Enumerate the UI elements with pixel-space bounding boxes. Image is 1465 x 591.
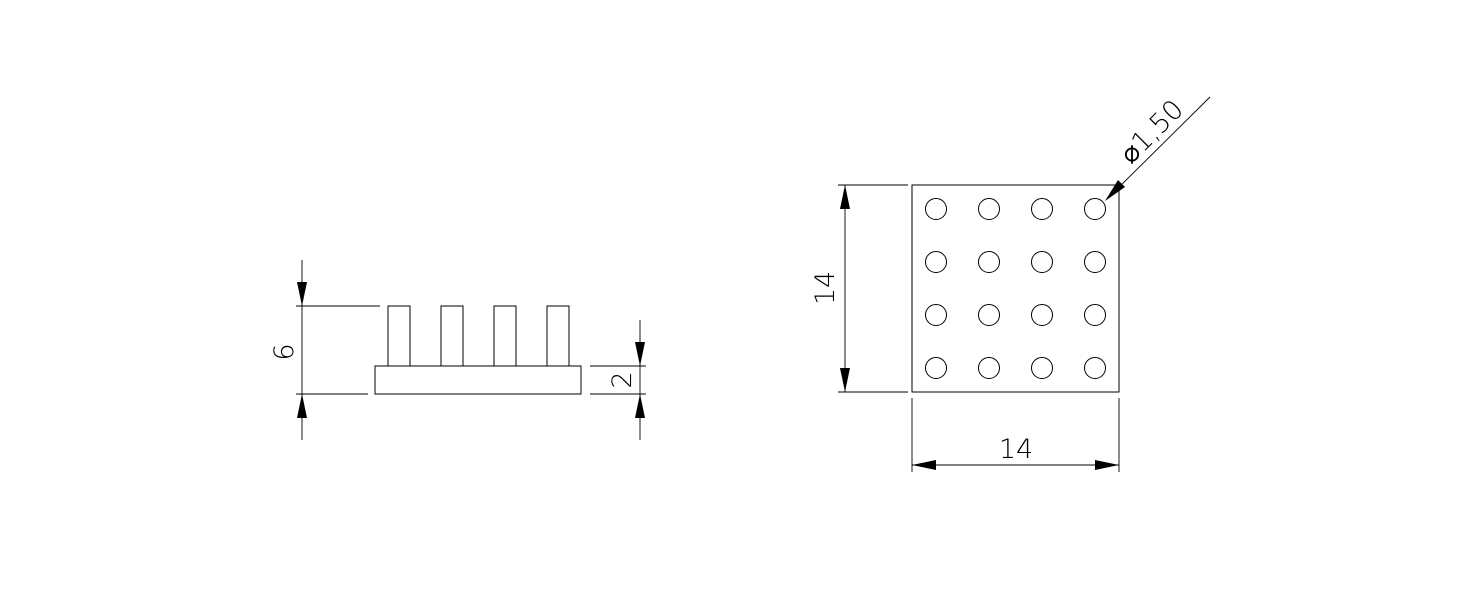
hole (978, 198, 1000, 220)
arrowhead (1105, 180, 1125, 201)
hole (925, 251, 947, 273)
pin-1 (387, 305, 411, 367)
side-view: 6 2 (269, 260, 646, 440)
arrowhead (297, 282, 307, 306)
base-plate (374, 365, 582, 395)
top-view: 14 14 ⌀1,50 (810, 94, 1211, 472)
pin-2 (440, 305, 464, 367)
hole (1084, 198, 1106, 220)
hole-diameter-callout: ⌀1,50 (1105, 94, 1211, 201)
arrowhead (297, 394, 307, 418)
pin-4 (546, 305, 570, 367)
hole (1031, 357, 1053, 379)
hole (1031, 198, 1053, 220)
plate-width-dimension: 14 (911, 398, 1120, 472)
hole (978, 251, 1000, 273)
hole-diameter-label: ⌀1,50 (1114, 94, 1190, 170)
base-thickness-dimension: 2 (590, 320, 646, 440)
base-thickness-label: 2 (607, 371, 638, 388)
arrowhead (635, 342, 645, 366)
plate-height-label: 14 (810, 271, 841, 305)
hole (1084, 304, 1106, 326)
pin-3 (493, 305, 517, 367)
hole-grid (925, 198, 1106, 379)
height-dim-label: 6 (269, 343, 300, 360)
hole (1084, 357, 1106, 379)
hole (1084, 251, 1106, 273)
hole (978, 304, 1000, 326)
arrowhead (912, 460, 936, 470)
arrowhead (635, 394, 645, 418)
arrowhead (1095, 460, 1119, 470)
hole (1031, 304, 1053, 326)
arrowhead (840, 185, 850, 209)
hole (925, 304, 947, 326)
hole (978, 357, 1000, 379)
hole (1031, 251, 1053, 273)
hole (925, 198, 947, 220)
hole (925, 357, 947, 379)
plate-width-label: 14 (999, 434, 1033, 465)
arrowhead (840, 368, 850, 392)
plate-outline (911, 184, 1120, 393)
height-dimension: 6 (269, 260, 380, 440)
plate-height-dimension: 14 (810, 184, 908, 393)
